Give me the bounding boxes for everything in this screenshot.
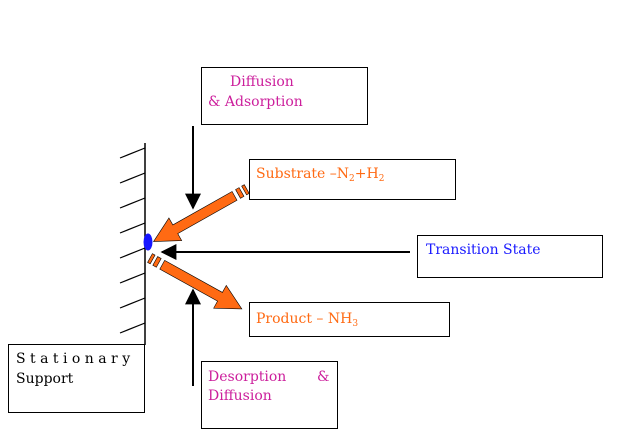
product-label: Product – NH3 — [256, 311, 359, 329]
adsorption-label: & Adsorption — [208, 94, 303, 110]
product-arrow — [147, 253, 243, 310]
transition-state-box: Transition State — [417, 235, 603, 278]
desorption-label: Desorption — [208, 369, 287, 385]
stationary-label: S t a t i o n a r y — [16, 351, 131, 367]
desorption-amp: & — [317, 369, 330, 385]
substrate-arrow — [152, 184, 250, 242]
transition-state-label: Transition State — [426, 242, 541, 258]
desorption-diffusion-box: Desorption & Diffusion — [201, 361, 338, 429]
diffusion-label-bottom: Diffusion — [208, 388, 272, 404]
product-box: Product – NH3 — [249, 302, 450, 337]
substrate-box: Substrate –N2+H2 — [249, 159, 456, 200]
substrate-label: Substrate –N2+H2 — [256, 166, 385, 184]
support-label: Support — [16, 371, 74, 387]
diffusion-label: Diffusion — [230, 74, 294, 90]
diffusion-adsorption-box: Diffusion & Adsorption — [201, 67, 368, 125]
stationary-wall — [119, 143, 146, 345]
stationary-support-box: S t a t i o n a r y Support — [8, 344, 145, 413]
active-site-dot — [143, 233, 153, 251]
